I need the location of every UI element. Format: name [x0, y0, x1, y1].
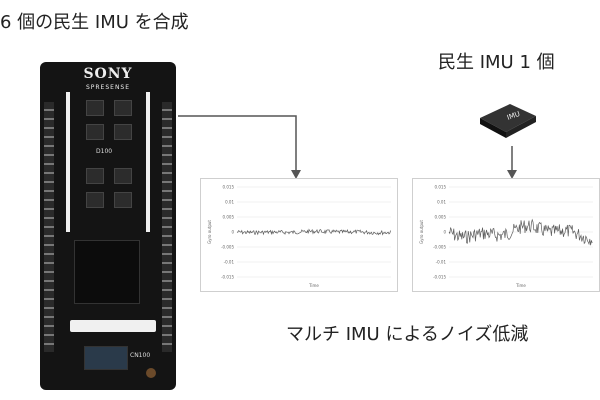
silk-left — [66, 92, 70, 232]
graph-single-svg: 0.015 0.01 0.005 0 -0.005 -0.01 -0.015 Gyro out… — [419, 185, 593, 288]
noise-series — [236, 228, 391, 236]
imu-chip-3 — [86, 124, 104, 140]
imu-chip-1 — [86, 100, 104, 116]
y-axis-label: Gyro output — [419, 220, 424, 244]
y-tick-label: -0.015 — [221, 275, 234, 280]
imu-chip-2 — [114, 100, 132, 116]
arrowhead-board — [291, 170, 301, 179]
spresense-board-image: SONY SPRESENSE D100 CN100 — [40, 62, 176, 390]
y-tick-label: 0.015 — [435, 185, 447, 190]
title-multi-imu: 6 個の民生 IMU を合成 — [0, 12, 189, 33]
imu-chip-4 — [114, 124, 132, 140]
title-single-imu: 民生 IMU 1 個 — [438, 52, 555, 73]
silk-right — [146, 92, 150, 232]
led — [146, 368, 156, 378]
y-tick-label: 0.005 — [435, 215, 447, 220]
y-tick-label: 0 — [231, 230, 234, 235]
imu-chip-6 — [114, 168, 132, 184]
y-tick-label: 0.01 — [437, 200, 446, 205]
imu-chip-image: IMU — [480, 104, 536, 138]
arrow-board-to-graph — [178, 115, 297, 172]
label-cn100: CN100 — [130, 352, 151, 359]
silk-bar — [70, 320, 156, 332]
noise-series — [448, 218, 593, 246]
y-tick-label: -0.01 — [224, 260, 235, 265]
y-tick-label: 0.01 — [225, 200, 234, 205]
y-tick-label: 0.015 — [223, 185, 235, 190]
y-tick-label: -0.015 — [433, 275, 446, 280]
y-tick-label: -0.01 — [436, 260, 447, 265]
label-d100: D100 — [96, 148, 113, 155]
board-model: SPRESENSE — [85, 84, 131, 91]
graph-multi-svg: 0.015 0.01 0.005 0 -0.005 -0.01 -0.015 Gyro out… — [207, 185, 391, 288]
x-axis-label: Time — [308, 283, 319, 288]
graph-multi-imu: 0.015 0.01 0.005 0 -0.005 -0.01 -0.015 Gyro out… — [200, 178, 398, 292]
y-axis-label: Gyro output — [207, 220, 212, 244]
y-tick-label: -0.005 — [433, 245, 446, 250]
y-tick-label: -0.005 — [221, 245, 234, 250]
imu-chip-5 — [86, 168, 104, 184]
y-tick-label: 0.005 — [223, 215, 235, 220]
caption-noise-reduction: マルチ IMU によるノイズ低減 — [286, 324, 529, 345]
connector — [84, 346, 128, 370]
imu-chip-8 — [114, 192, 132, 208]
left-pin-header — [44, 102, 54, 352]
y-tick-label: 0 — [443, 230, 446, 235]
main-processor — [74, 240, 140, 304]
board-brand: SONY — [83, 66, 133, 82]
graph-single-imu: 0.015 0.01 0.005 0 -0.005 -0.01 -0.015 Gyro out… — [412, 178, 600, 292]
right-pin-header — [162, 102, 172, 352]
arrowhead-chip — [507, 170, 517, 179]
imu-chip-7 — [86, 192, 104, 208]
x-axis-label: Time — [515, 283, 526, 288]
